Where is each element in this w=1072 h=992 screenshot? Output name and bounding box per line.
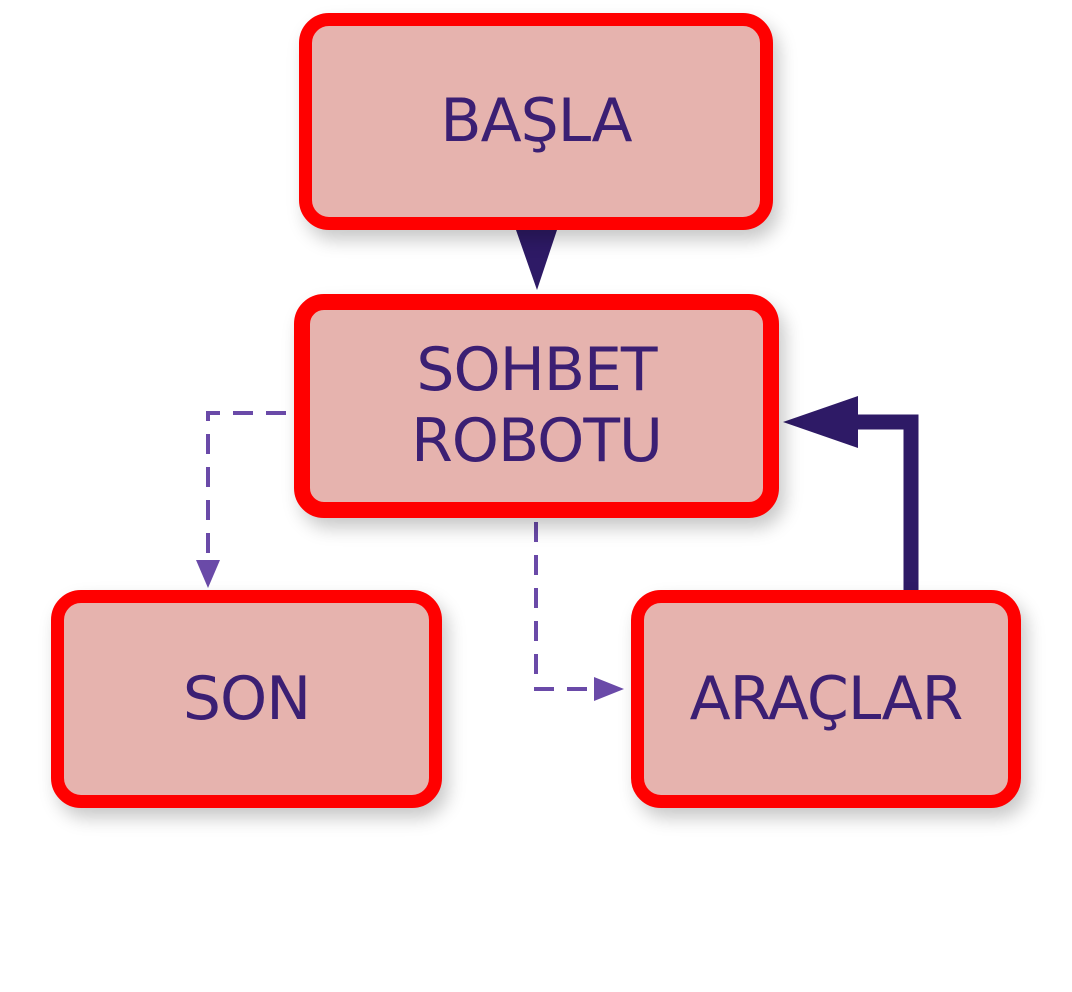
end-node: SON <box>51 590 442 808</box>
start-node: BAŞLA <box>299 13 773 230</box>
chatbot-node-label: SOHBET ROBOTU <box>411 335 663 476</box>
edge-start-to-chatbot <box>516 230 557 290</box>
edge-chatbot-to-tools <box>534 522 624 701</box>
edge-tools-to-chatbot <box>783 396 919 592</box>
tools-node: ARAÇLAR <box>631 590 1021 808</box>
tools-node-label: ARAÇLAR <box>689 663 964 734</box>
end-node-label: SON <box>182 663 311 734</box>
chatbot-node: SOHBET ROBOTU <box>294 294 779 518</box>
start-node-label: BAŞLA <box>440 86 632 157</box>
edge-chatbot-to-end <box>196 411 286 588</box>
